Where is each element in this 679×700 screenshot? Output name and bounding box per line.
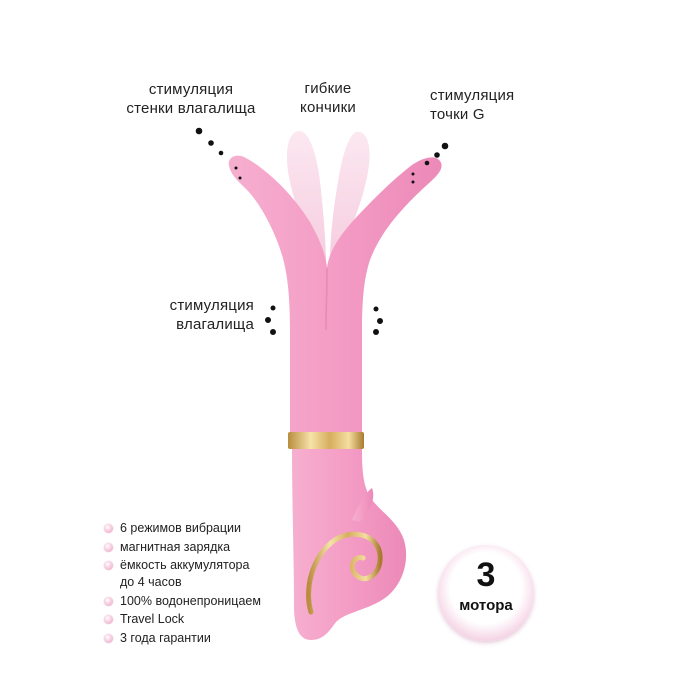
motor-label: мотора: [459, 597, 513, 614]
callout-dots-gspot: [411, 142, 449, 184]
bullet-icon: [104, 615, 113, 624]
bullet-icon: [104, 596, 113, 606]
callout-gspot-stimulation: стимуляция точки G: [430, 87, 515, 123]
list-item: 3 года гарантии: [104, 630, 261, 647]
callout-dots-wall: [195, 127, 242, 180]
callout-dots-vagina-right: [373, 306, 383, 335]
list-item: 100% водонепроницаем: [104, 593, 261, 610]
gold-hook: [306, 531, 383, 615]
motor-count: 3: [476, 556, 496, 594]
callout-wall-stimulation: стимуляция стенки влагалища: [126, 81, 256, 117]
bullet-icon: [104, 524, 113, 533]
gold-band: [288, 432, 364, 449]
bullet-icon: [104, 542, 113, 552]
flexible-tip-right-ghost: [330, 131, 370, 262]
list-item: Travel Lock: [104, 611, 261, 628]
toy-handle: [292, 449, 407, 640]
bullet-icon: [104, 633, 113, 643]
callout-vagina-stimulation: стимуляция влагалища: [169, 297, 254, 333]
feature-list: 6 режимов вибрации магнитная зарядка ёмк…: [104, 520, 261, 648]
motor-count-badge: 3 мотора: [438, 545, 534, 641]
list-item: магнитная зарядка: [104, 539, 261, 556]
callout-flexible-tips: гибкие кончики: [300, 80, 356, 116]
toy-body: [228, 155, 442, 432]
callout-dots-vagina-left: [265, 305, 276, 335]
bullet-icon: [104, 561, 113, 570]
flexible-tip-left-ghost: [286, 130, 326, 262]
list-item: 6 режимов вибрации: [104, 520, 261, 537]
